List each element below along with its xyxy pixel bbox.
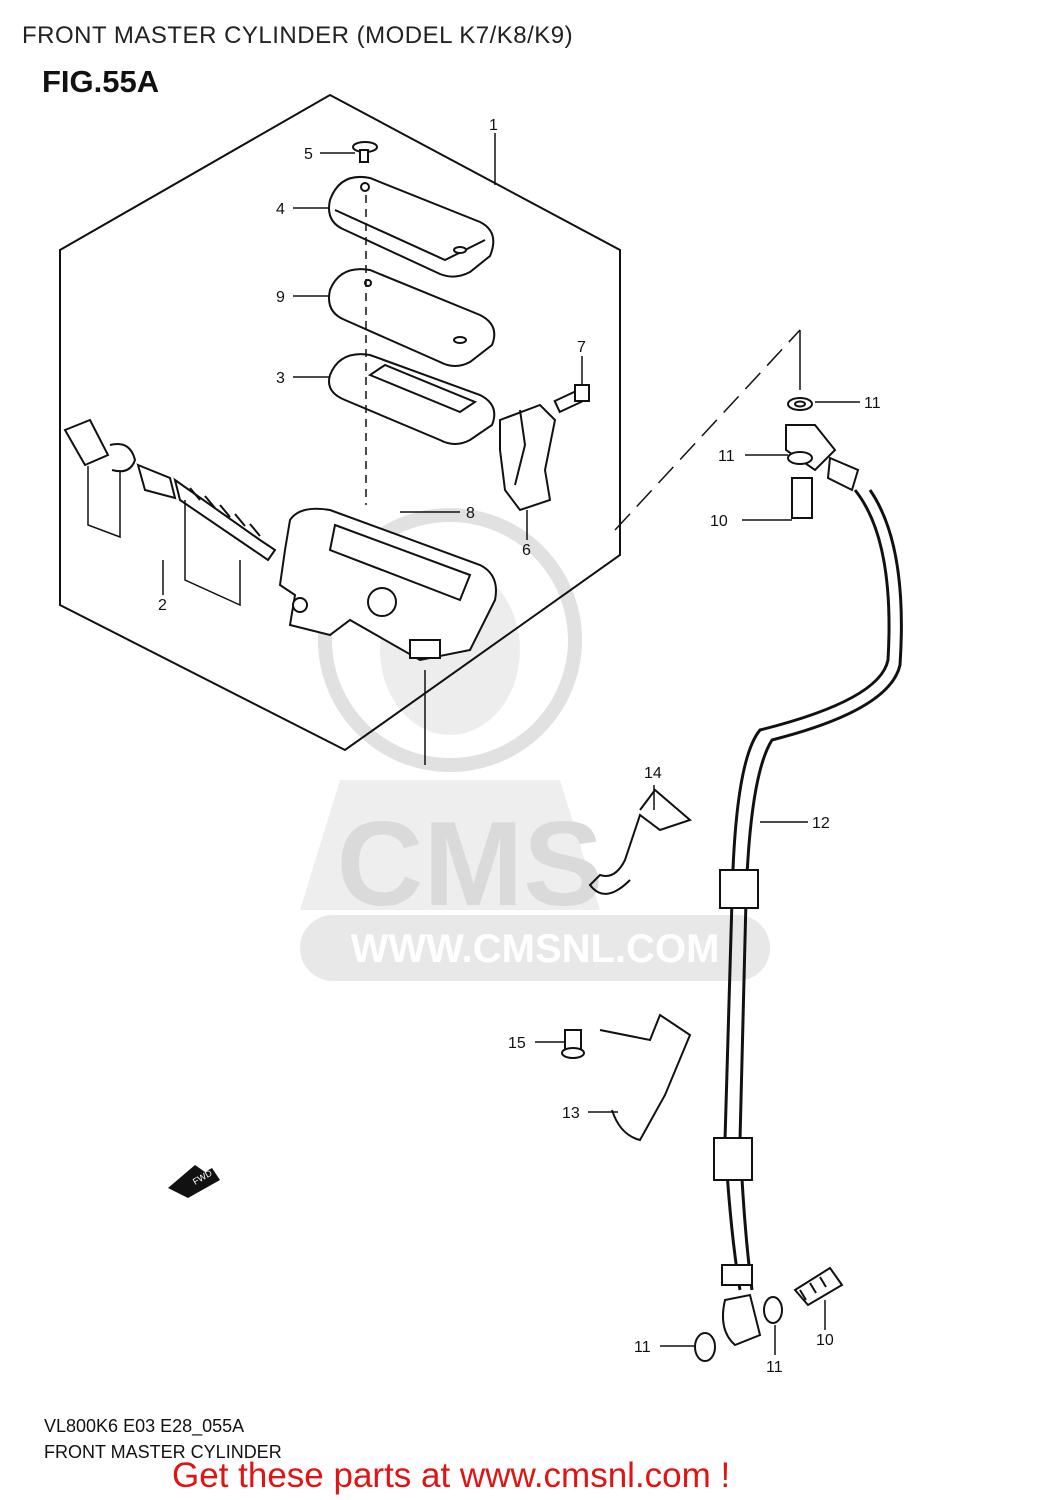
callout-14: 14 <box>644 765 662 782</box>
hose-clamp-lower <box>599 1013 692 1142</box>
callout-9: 9 <box>276 289 285 306</box>
hose-clamp-upper <box>588 788 692 895</box>
lower-banjo-fitting <box>694 1264 844 1362</box>
callout-12: 12 <box>812 815 830 832</box>
callout-8: 8 <box>466 505 475 522</box>
callout-13: 13 <box>562 1105 580 1122</box>
brake-hose <box>723 489 891 1291</box>
master-cylinder-body <box>278 507 497 662</box>
watermark-url: WWW.CMSNL.COM <box>351 927 720 971</box>
upper-banjo-fitting <box>785 397 860 519</box>
callout-3: 3 <box>276 370 285 387</box>
diaphragm-plate <box>328 268 496 367</box>
diaphragm <box>328 353 496 445</box>
forward-arrow-icon: FWD <box>168 1165 220 1198</box>
callout-1: 1 <box>489 117 498 134</box>
callout-11-d: 11 <box>766 1359 783 1376</box>
watermark: CMS WWW.CMSNL.COM <box>300 508 770 981</box>
piston-assembly <box>63 418 277 562</box>
callout-11-b: 11 <box>718 448 735 465</box>
callout-6: 6 <box>522 542 531 559</box>
callout-5: 5 <box>304 146 313 163</box>
callout-2: 2 <box>158 597 167 614</box>
screw-part <box>352 141 378 163</box>
diagram-name: FRONT MASTER CYLINDER <box>44 1442 282 1462</box>
watermark-logo: CMS <box>337 797 604 931</box>
page-header-title: FRONT MASTER CYLINDER (MODEL K7/K8/K9) <box>22 22 574 49</box>
reservoir-cap <box>328 176 495 278</box>
bracket-bolt <box>561 1029 585 1059</box>
callout-11-a: 11 <box>864 395 881 412</box>
clamp-bolt <box>553 384 590 414</box>
callout-7: 7 <box>577 339 586 356</box>
figure-number: FIG.55A <box>42 64 160 99</box>
callout-15: 15 <box>508 1035 526 1052</box>
parts-cta-link[interactable]: Get these parts at www.cmsnl.com ! <box>172 1456 731 1495</box>
clamp-bracket <box>499 403 557 512</box>
callout-10-lower: 10 <box>816 1332 834 1349</box>
diagram-code: VL800K6 E03 E28_055A <box>44 1416 245 1436</box>
callout-11-c: 11 <box>634 1339 651 1356</box>
callout-10-upper: 10 <box>710 513 728 530</box>
assembly-outline <box>59 93 621 752</box>
callout-4: 4 <box>276 201 285 218</box>
